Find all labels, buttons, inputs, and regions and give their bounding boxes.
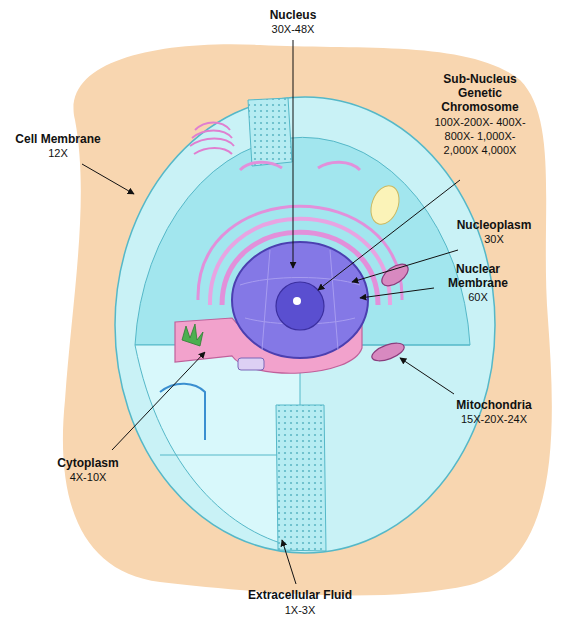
- magnification-value: 30X: [484, 232, 504, 246]
- part-name: Nuclear Membrane: [446, 262, 510, 290]
- part-name: Cell Membrane: [15, 132, 100, 146]
- magnification-value: 1X-3X: [285, 603, 316, 617]
- magnification-value: 100X-200X- 400X-800X- 1,000X-2,000X 4,00…: [432, 115, 528, 157]
- nucleolus: [276, 282, 324, 330]
- leader-line: [318, 180, 460, 290]
- cut-face-lower: [135, 345, 300, 548]
- membrane-pore: [248, 98, 292, 166]
- part-name: Sub-Nucleus Genetic Chromosome: [432, 72, 528, 114]
- centriole: [238, 358, 264, 370]
- nucleus-grid: [240, 250, 360, 350]
- cell-body: [115, 97, 495, 553]
- magnification-value: 30X-48X: [272, 22, 315, 36]
- extracellular-fluid: [63, 44, 552, 595]
- leader-line: [293, 40, 294, 268]
- nucleolus-highlight: [293, 297, 301, 305]
- part-name: Extracellular Fluid: [248, 588, 352, 602]
- part-name: Nucleoplasm: [457, 218, 532, 232]
- leader-line: [400, 358, 454, 394]
- vacuole: [366, 182, 404, 228]
- leader-line: [112, 352, 205, 450]
- magnification-value: 4X-10X: [70, 470, 107, 484]
- leader-line: [282, 540, 296, 584]
- golgi-stack: [190, 123, 234, 155]
- magnification-value: 15X-20X-24X: [461, 412, 527, 426]
- green-organelle: [182, 324, 203, 346]
- endoplasmic-reticulum: [240, 162, 360, 170]
- magnification-value: 60X: [468, 290, 488, 304]
- membrane-pore: [276, 405, 326, 551]
- part-name: Mitochondria: [456, 398, 531, 412]
- mitochondrion: [378, 260, 412, 290]
- leader-line: [352, 250, 458, 282]
- leader-line: [82, 164, 134, 194]
- part-name: Nucleus: [270, 8, 317, 22]
- leader-line: [360, 288, 434, 298]
- part-name: Cytoplasm: [57, 456, 118, 470]
- magnification-value: 12X: [48, 146, 68, 160]
- mitochondrion: [370, 340, 407, 365]
- nucleus: [232, 242, 368, 358]
